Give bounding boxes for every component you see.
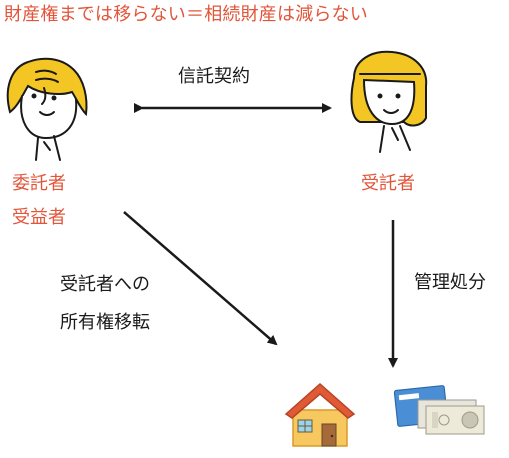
transfer-arrow — [123, 211, 278, 346]
woman-icon — [350, 50, 428, 153]
house-icon — [284, 382, 356, 447]
management-label: 管理処分 — [414, 272, 486, 293]
beneficiary-label: 受益者 — [12, 207, 66, 228]
old-man-icon — [6, 57, 88, 161]
transfer-label-line2: 所有権移転 — [60, 312, 150, 333]
trust-contract-label: 信託契約 — [178, 66, 250, 87]
trustee-label: 受託者 — [361, 173, 415, 194]
settlor-label: 委託者 — [12, 173, 66, 194]
page-title: 財産権までは移らない＝相続財産は減らない — [4, 4, 368, 25]
bankbook-money-icon — [393, 385, 485, 435]
transfer-label-line1: 受託者への — [60, 274, 150, 295]
